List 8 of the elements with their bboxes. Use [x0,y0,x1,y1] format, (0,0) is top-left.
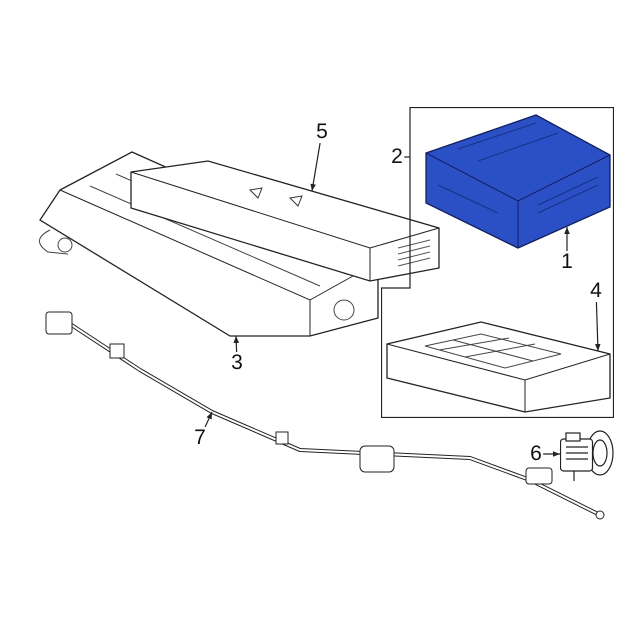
leader-line [594,302,601,352]
leader-line [233,336,240,352]
leader-line [204,412,213,428]
leader-line [564,227,570,251]
callout-number: 5 [315,121,329,143]
leader-line [404,156,410,158]
leader-line [542,451,560,457]
leader-line [310,142,321,192]
